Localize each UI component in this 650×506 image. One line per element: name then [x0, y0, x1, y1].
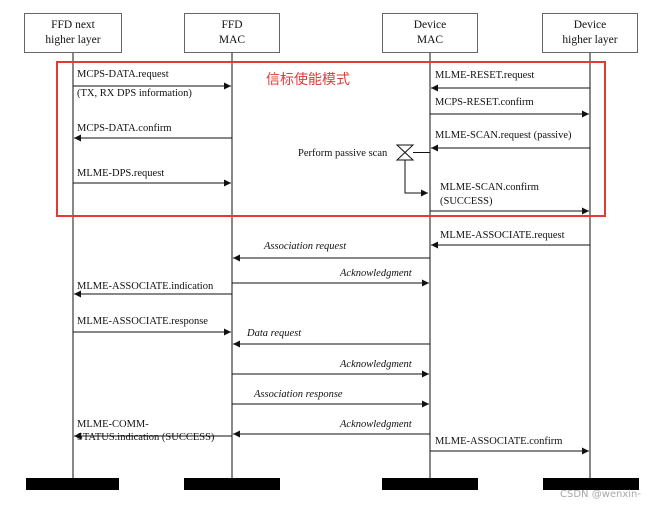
header-line2: higher layer — [45, 34, 101, 46]
message-label-mcps-data-request: MCPS-DATA.request — [77, 69, 169, 80]
message-label-mlme-associate-response: MLME-ASSOCIATE.response — [77, 316, 208, 327]
lifeline-header-device-higher-layer: Device higher layer — [542, 13, 638, 53]
message-label-mlme-comm-status: MLME-COMM- — [77, 419, 149, 430]
message-label-mcps-data-confirm: MCPS-DATA.confirm — [77, 123, 172, 134]
message-label-mlme-scan-request: MLME-SCAN.request (passive) — [435, 130, 572, 141]
message-label-mlme-comm-status-indication: STATUS.indication (SUCCESS) — [77, 432, 215, 443]
message-label-mlme-reset-request: MLME-RESET.request — [435, 70, 535, 81]
message-label-acknowledgment-1: Acknowledgment — [340, 268, 412, 279]
header-line1: Device — [573, 19, 607, 31]
header-line1: FFD next — [51, 19, 95, 31]
message-label-mlme-scan-confirm-status: (SUCCESS) — [440, 196, 493, 207]
lifeline-end-bar-3 — [543, 478, 639, 490]
message-label-mlme-associate-indication: MLME-ASSOCIATE.indication — [77, 281, 214, 292]
header-line1: FFD — [221, 19, 243, 31]
lifeline-end-bar-1 — [184, 478, 280, 490]
message-label-association-request: Association request — [264, 241, 347, 252]
watermark: CSDN @wenxin- — [560, 489, 642, 500]
message-label-association-response: Association response — [254, 389, 343, 400]
message-label-acknowledgment-2: Acknowledgment — [340, 359, 412, 370]
message-label-acknowledgment-3: Acknowledgment — [340, 419, 412, 430]
lifeline-header-device-mac: Device MAC — [382, 13, 478, 53]
header-line2: MAC — [218, 34, 246, 46]
scan-return-arrow — [404, 160, 428, 197]
message-label-mlme-scan-confirm: MLME-SCAN.confirm — [440, 182, 539, 193]
header-line1: Device — [413, 19, 447, 31]
message-label-mlme-associate-request: MLME-ASSOCIATE.request — [440, 230, 565, 241]
lifeline-header-ffd-next-higher-layer: FFD next higher layer — [24, 13, 122, 53]
highlight-label: 信标使能模式 — [266, 72, 350, 88]
scan-label: Perform passive scan — [298, 148, 388, 159]
message-label-mlme-associate-confirm: MLME-ASSOCIATE.confirm — [435, 436, 563, 447]
lifeline-end-bar-0 — [26, 478, 119, 490]
lifeline-header-ffd-mac: FFD MAC — [184, 13, 280, 53]
scan-hourglass-icon — [395, 144, 415, 161]
lifeline-end-bar-2 — [382, 478, 478, 490]
message-label-data-request: Data request — [247, 328, 302, 339]
highlight-box — [56, 61, 606, 217]
message-label-mlme-dps-request: MLME-DPS.request — [77, 168, 165, 179]
message-label-mcps-data-request-params: (TX, RX DPS information) — [77, 88, 192, 99]
message-label-mcps-reset-confirm: MCPS-RESET.confirm — [435, 97, 534, 108]
header-line2: higher layer — [562, 34, 618, 46]
header-line2: MAC — [416, 34, 444, 46]
